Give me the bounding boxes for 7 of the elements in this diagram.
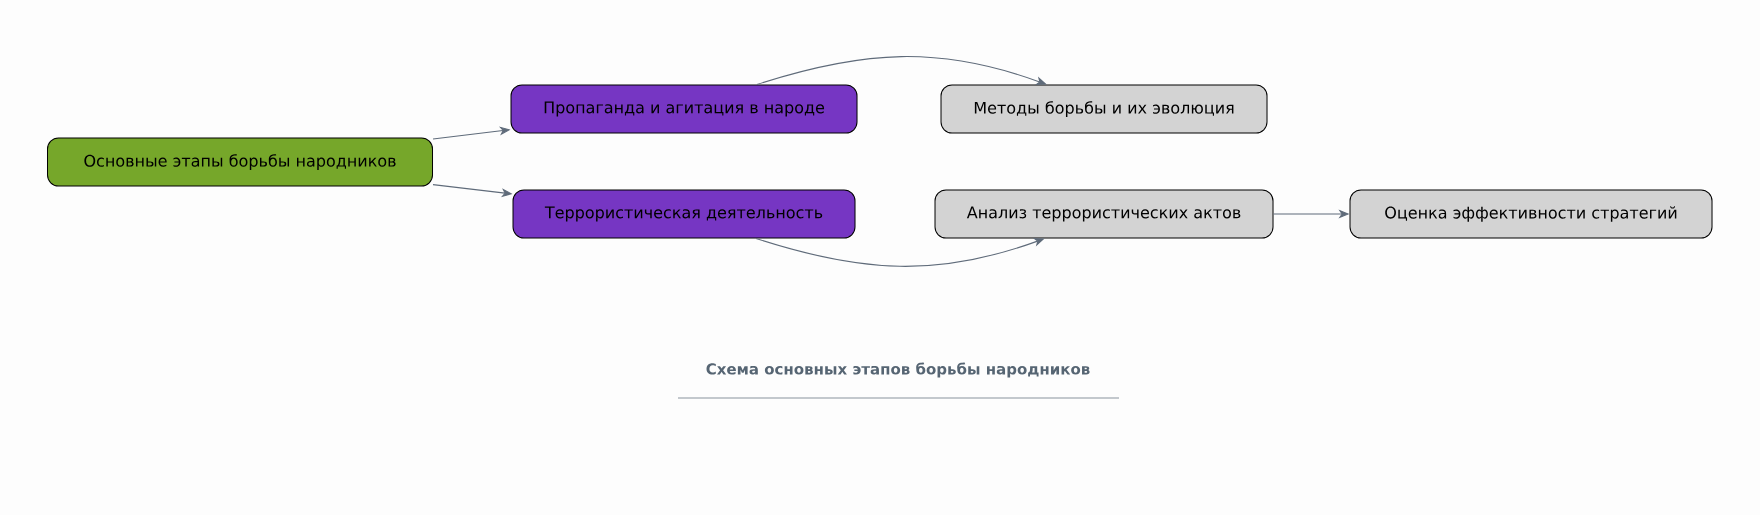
process-box: Методы борьбы и их эволюция <box>940 84 1268 134</box>
process-box: Основные этапы борьбы народников <box>47 137 433 187</box>
process-box: Оценка эффективности стратегий <box>1349 189 1713 239</box>
title: Схема основных этапов борьбы народников <box>706 362 1090 378</box>
process-box: Анализ террористических актов <box>934 189 1274 239</box>
process-box: Пропаганда и агитация в народе <box>510 84 858 134</box>
process-box: Террористическая деятельность <box>512 189 856 239</box>
